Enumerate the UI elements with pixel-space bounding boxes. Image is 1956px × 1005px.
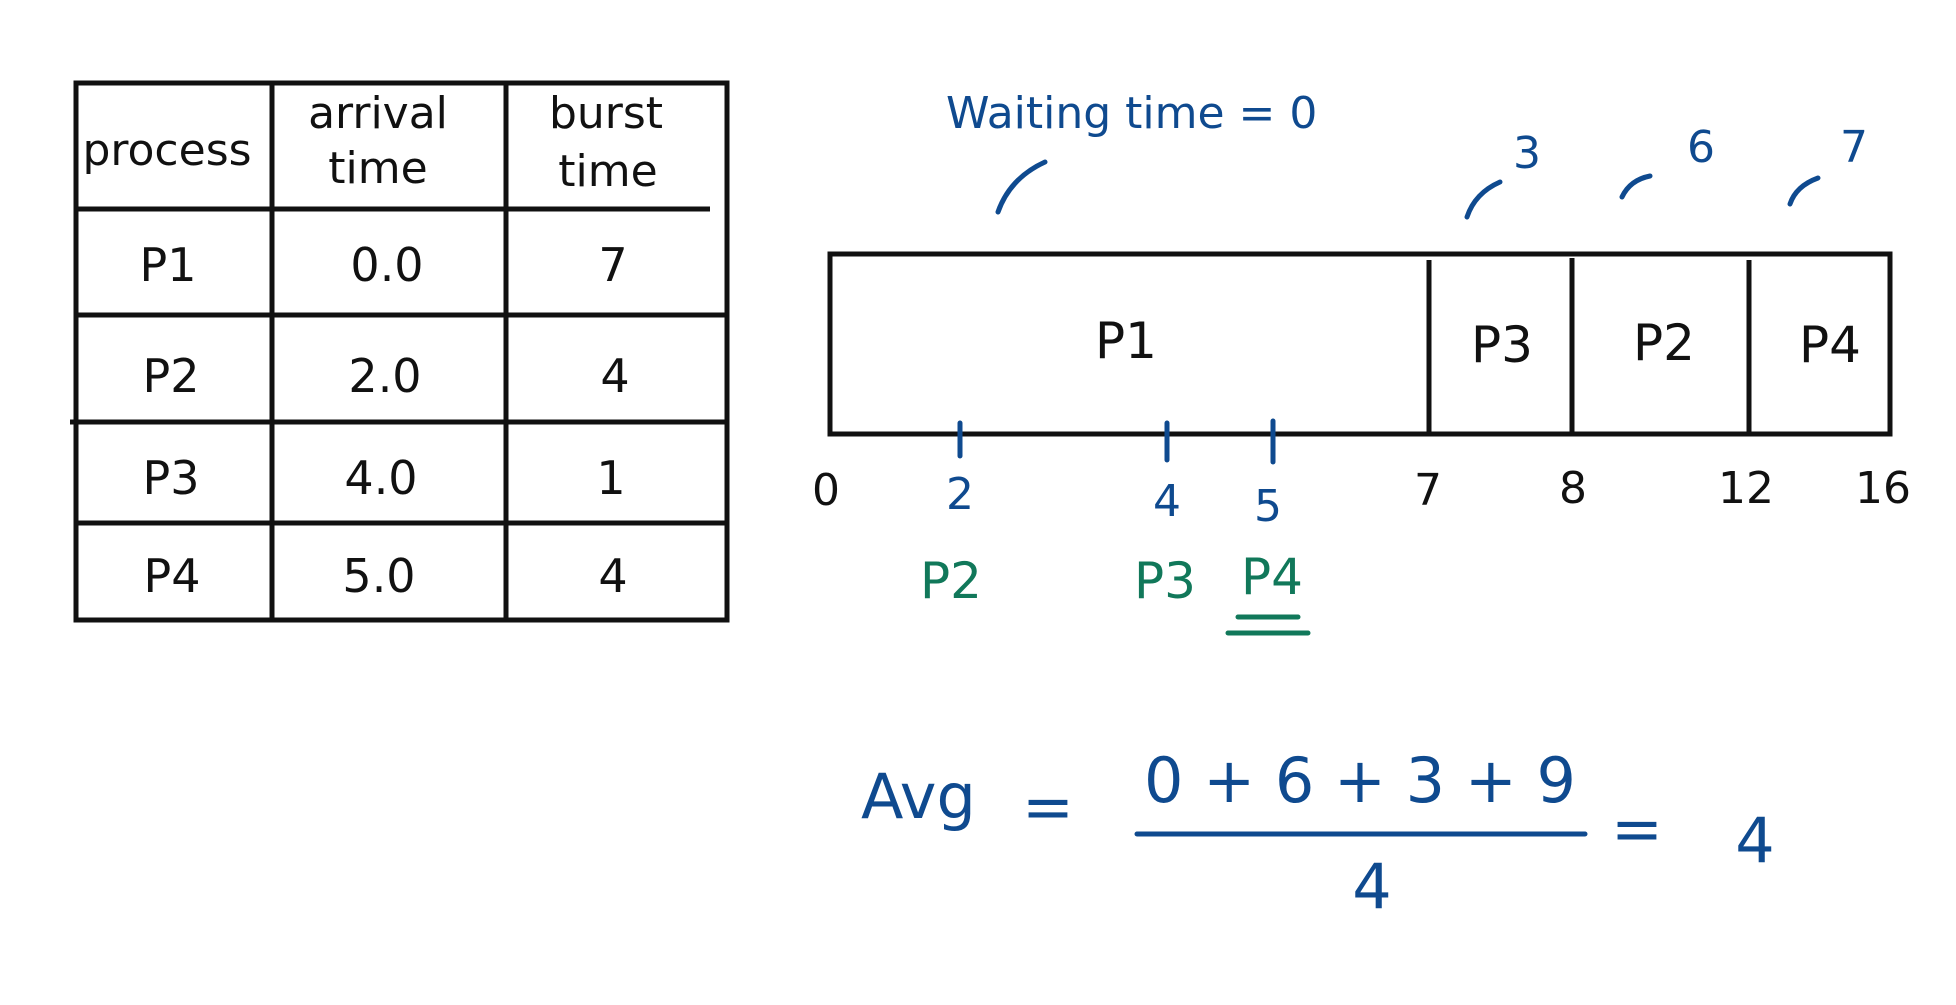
annotation-pointer [1787,175,1821,207]
table-header-burst: burst [549,88,663,139]
time-tick-label: 0 [812,465,840,516]
formula-denominator: 4 [1352,850,1391,923]
gantt-segment-label: P1 [1095,312,1157,370]
waiting-time-label: Waiting time = 0 [946,88,1317,139]
time-tick-label: 12 [1718,463,1774,514]
gantt-segment-label: P4 [1799,316,1861,374]
arriving-process-label: P3 [1134,552,1196,610]
annotation-pointer [995,159,1048,215]
time-tick-label: 8 [1559,463,1587,514]
arrival-tick-label: 5 [1254,481,1282,532]
waiting-time-label: 6 [1687,122,1715,173]
table-row: P3 4.0 1 [142,451,625,505]
table-cell-process: P4 [143,549,200,603]
table-header-arrival-time: time [328,143,427,194]
time-tick-label: 7 [1414,465,1442,516]
arrival-tick-label: 2 [946,469,974,520]
table-border [73,80,730,623]
formula-numerator: 0 + 6 + 3 + 9 [1144,744,1576,817]
process-table [70,80,730,623]
table-cell-process: P2 [142,349,199,403]
formula-equals: = [1611,792,1663,865]
table-header-burst-time: time [558,146,657,197]
annotation-pointer [1464,179,1503,220]
waiting-time-label: 7 [1840,122,1868,173]
gantt-chart: P1 P3 P2 P4 0 7 8 12 16 2 4 5 P2 P3 P4 W… [812,88,1911,636]
table-cell-process: P1 [139,238,196,292]
arriving-process-label: P4 [1241,548,1303,606]
table-row: P1 0.0 7 [139,238,627,292]
table-cell-burst: 4 [598,549,627,603]
time-tick-label: 16 [1855,463,1911,514]
table-cell-arrival: 4.0 [344,451,417,505]
table-cell-arrival: 0.0 [350,238,423,292]
arrival-tick-label: 4 [1153,476,1181,527]
waiting-time-label: 3 [1513,128,1541,179]
gantt-outline [827,251,1893,437]
table-cell-process: P3 [142,451,199,505]
annotation-pointer [1619,173,1653,200]
formula-lhs: Avg [861,760,976,833]
table-header-process: process [82,125,251,176]
table-row: P2 2.0 4 [142,349,629,403]
table-cell-burst: 7 [598,238,627,292]
arriving-process-label: P2 [920,552,982,610]
formula-equals: = [1022,770,1074,843]
gantt-segment-label: P3 [1471,316,1533,374]
table-cell-burst: 1 [596,451,625,505]
formula-result: 4 [1735,804,1774,877]
gantt-segment-label: P2 [1633,314,1695,372]
table-cell-burst: 4 [600,349,629,403]
table-cell-arrival: 5.0 [342,549,415,603]
table-row: P4 5.0 4 [143,549,627,603]
table-header-arrival: arrival [308,88,448,139]
table-cell-arrival: 2.0 [348,349,421,403]
average-formula: Avg = 0 + 6 + 3 + 9 4 = 4 [861,744,1775,923]
